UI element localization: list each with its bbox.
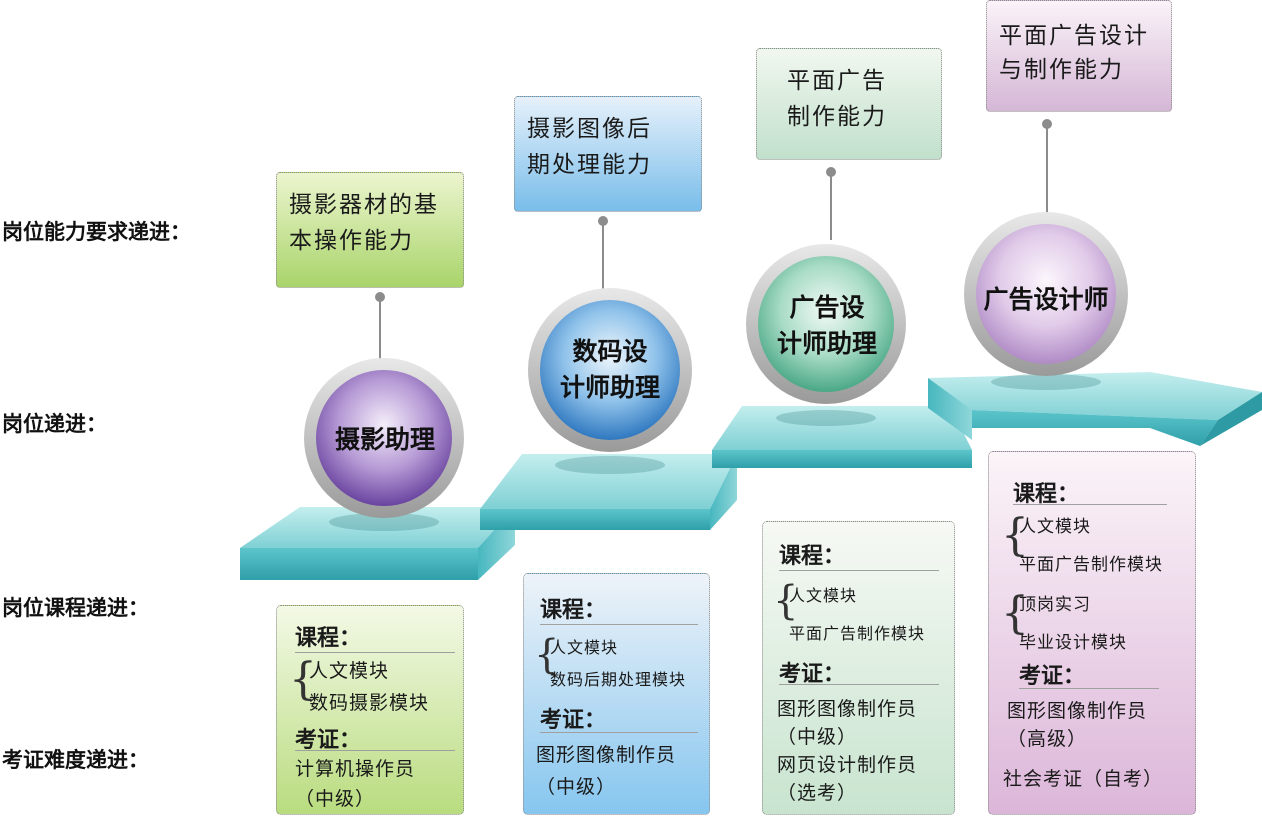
position-label-4: 广告设计师 xyxy=(983,285,1109,314)
row-label-position: 岗位递进： xyxy=(2,411,107,436)
brace-icon: { xyxy=(289,654,317,705)
ability-box-2: 摄影图像后 期处理能力 xyxy=(514,96,702,212)
divider xyxy=(295,750,455,751)
cert-item: 图形图像制作员 xyxy=(1007,700,1148,722)
position-label-3: 广告设 计师助理 xyxy=(776,293,877,358)
cert-item: （中级） xyxy=(777,726,858,748)
course-box-2: 课程： { 人文模块 数码后期处理模块 考证： 图形图像制作员 （中级） xyxy=(523,573,710,815)
course-item: 数码后期处理模块 xyxy=(550,670,687,689)
orb-1 xyxy=(304,358,464,518)
course-item: 平面广告制作模块 xyxy=(1019,555,1163,575)
orb-4 xyxy=(964,212,1128,376)
ability-box-1: 摄影器材的基 本操作能力 xyxy=(276,172,464,288)
cert-title: 考证： xyxy=(540,707,607,733)
course-item: 人文模块 xyxy=(789,586,858,605)
orb-2 xyxy=(528,288,692,452)
course-item: 人文模块 xyxy=(1019,517,1091,537)
course-title: 课程： xyxy=(295,625,362,651)
divider xyxy=(540,624,698,625)
divider xyxy=(1013,504,1167,505)
course-title: 课程： xyxy=(540,597,607,623)
cert-item: （选考） xyxy=(777,782,858,804)
position-label-1: 摄影助理 xyxy=(334,425,435,454)
brace-icon: { xyxy=(534,632,560,678)
divider xyxy=(779,684,939,685)
course-title: 课程： xyxy=(1013,481,1080,507)
row-label-course: 岗位课程递进： xyxy=(2,595,149,620)
row-label-ability: 岗位能力要求递进： xyxy=(2,219,191,244)
cert-title: 考证： xyxy=(1019,663,1086,689)
cert-item: 图形图像制作员 xyxy=(777,698,918,720)
brace-icon: { xyxy=(773,578,799,624)
course-box-1: 课程： { 人文模块 数码摄影模块 考证： 计算机操作员 （中级） xyxy=(276,605,464,815)
course-item: 人文模块 xyxy=(550,638,619,657)
ability-box-3: 平面广告 制作能力 xyxy=(756,48,942,160)
divider xyxy=(540,732,698,733)
course-box-3: 课程： { 人文模块 平面广告制作模块 考证： 图形图像制作员 （中级） 网页设… xyxy=(762,521,955,815)
cert-title: 考证： xyxy=(295,727,362,753)
cert-item: 计算机操作员 xyxy=(295,758,416,780)
course-item: 毕业设计模块 xyxy=(1019,633,1127,653)
cert-item: 网页设计制作员 xyxy=(777,754,918,776)
divider xyxy=(779,570,939,571)
course-item: 顶岗实习 xyxy=(1019,595,1091,615)
cert-item: （中级） xyxy=(295,788,376,810)
cert-item: （中级） xyxy=(536,776,617,798)
course-title: 课程： xyxy=(779,543,846,569)
course-item: 平面广告制作模块 xyxy=(789,624,926,643)
row-label-cert: 考证难度递进： xyxy=(2,747,149,772)
cert-item: 图形图像制作员 xyxy=(536,744,677,766)
course-box-4: 课程： { 人文模块 平面广告制作模块 { 顶岗实习 毕业设计模块 考证： 图形… xyxy=(988,451,1196,815)
position-label-2: 数码设 计师助理 xyxy=(559,337,660,402)
brace-icon: { xyxy=(1001,510,1029,561)
course-item: 人文模块 xyxy=(309,660,390,682)
course-item: 数码摄影模块 xyxy=(309,692,430,714)
orb-3 xyxy=(746,244,906,404)
cert-item: 社会考证（自考） xyxy=(1003,768,1164,790)
divider xyxy=(295,652,455,653)
connector-lines xyxy=(379,124,1048,360)
brace-icon: { xyxy=(1001,588,1029,639)
ability-box-4: 平面广告设计 与制作能力 xyxy=(986,0,1172,112)
cert-title: 考证： xyxy=(779,661,846,687)
divider xyxy=(1019,688,1159,689)
cert-item: （高级） xyxy=(1007,728,1088,750)
